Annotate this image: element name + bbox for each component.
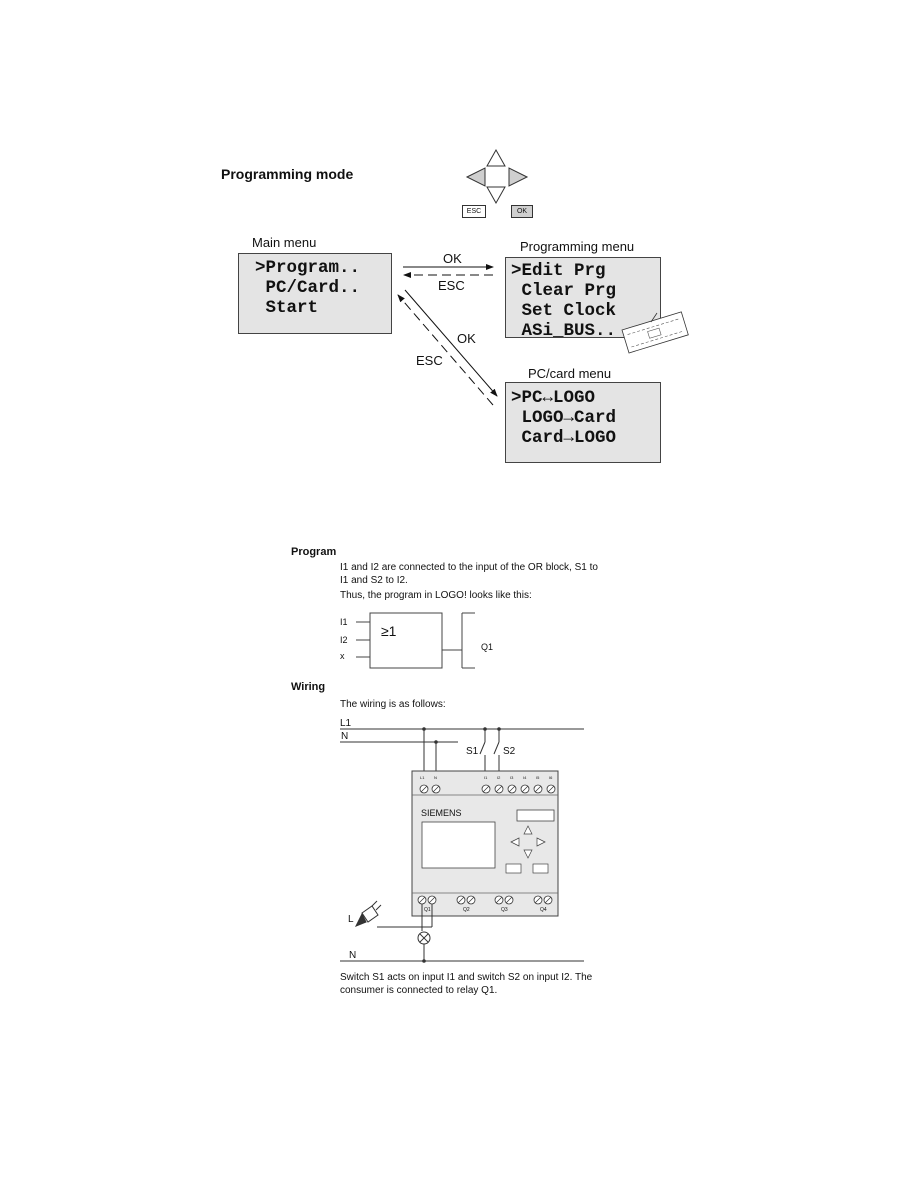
program-text-line: I1 and I2 are connected to the input of … [340,562,598,573]
ok-arrow-diag [404,289,498,397]
esc-label-diag: ESC [416,353,443,368]
pc-card-menu-line: Card→LOGO [511,428,617,448]
main-menu-line: >Program.. [255,258,361,278]
terminal-label-top: I4 [523,775,527,780]
main-menu-line: Start [255,298,319,318]
block-input-label: I2 [340,635,348,645]
programming-menu-line: Clear Prg [511,281,617,301]
programming-menu-line: Set Clock [511,301,617,321]
wiring-caption: Switch S1 acts on input I1 and switch S2… [340,971,592,997]
or-symbol: ≥1 [381,623,397,639]
block-input-label: I1 [340,617,348,627]
output-label: Q2 [463,907,470,913]
program-text-line: I1 and S2 to I2. [340,575,408,586]
device-down-key-icon [523,849,533,859]
terminal-label-top: I1 [484,775,488,780]
terminal-label-top: N [434,775,437,780]
arrow-left-icon [465,167,486,187]
arrow-right-icon [508,167,529,187]
device-up-key-icon [523,825,533,835]
ok-key-label: OK [516,208,528,215]
main-menu-line: PC/Card.. [255,278,361,298]
pc-card-menu-line: >PC↔LOGO [511,388,596,408]
program-text: I1 and I2 are connected to the input of … [340,561,598,602]
ok-key[interactable]: OK [511,205,533,218]
l-label: L [348,914,354,925]
program-heading: Program [291,546,337,558]
pc-card-menu-line: LOGO→Card [511,408,617,428]
siemens-brand: SIEMENS [421,808,462,818]
l1-label: L1 [340,718,352,729]
device-display [421,821,496,869]
arrow-up-icon [486,148,506,167]
device-left-key-icon [510,837,520,847]
esc-arrow-diag [397,294,494,406]
terminal-label-top: I2 [497,775,501,780]
terminal-label-top: I3 [510,775,514,780]
top-terminals [419,784,556,794]
main-menu-display: >Program.. PC/Card.. Start [238,253,392,334]
bottom-terminals [417,895,553,905]
output-label: Q3 [501,907,508,913]
s2-label: S2 [503,746,516,757]
wiring-intro: The wiring is as follows: [340,699,446,710]
pc-card-menu-title: PC/card menu [528,366,612,381]
main-menu-title: Main menu [252,235,317,250]
programming-menu-line: >Edit Prg [511,261,606,281]
terminal-label-top: I6 [549,775,553,780]
programming-menu-title: Programming menu [520,239,635,254]
output-label: Q4 [540,907,547,913]
programming-menu-line: ASi_BUS.. [511,321,617,341]
block-output-label: Q1 [481,642,494,652]
arrow-down-icon [486,186,506,205]
esc-key-label: ESC [466,208,482,215]
lamp-icon [417,931,431,945]
programming-mode-heading: Programming mode [221,166,354,182]
terminal-label-top: L1 [420,775,425,780]
wiring-heading: Wiring [291,681,326,693]
pc-card-menu-display: >PC↔LOGO LOGO→Card Card→LOGO [505,382,661,463]
programming-menu-display: >Edit Prg Clear Prg Set Clock ASi_BUS.. [505,257,661,341]
n-label-bottom: N [349,950,357,961]
caption-line: consumer is connected to relay Q1. [340,985,498,996]
ok-label-diag: OK [457,331,476,346]
esc-label-top: ESC [438,278,465,293]
logo-device [411,770,559,917]
terminal-label-top: I5 [536,775,540,780]
device-right-key-icon [536,837,546,847]
n-label-top: N [341,731,349,742]
block-input-label: x [340,651,345,661]
s1-label: S1 [466,746,479,757]
esc-key[interactable]: ESC [462,205,486,218]
output-label: Q1 [424,907,431,913]
caption-line: Switch S1 acts on input I1 and switch S2… [340,972,593,983]
ok-label-top: OK [443,251,462,266]
plug-icon [354,900,382,927]
program-text-line: Thus, the program in LOGO! looks like th… [340,590,532,601]
